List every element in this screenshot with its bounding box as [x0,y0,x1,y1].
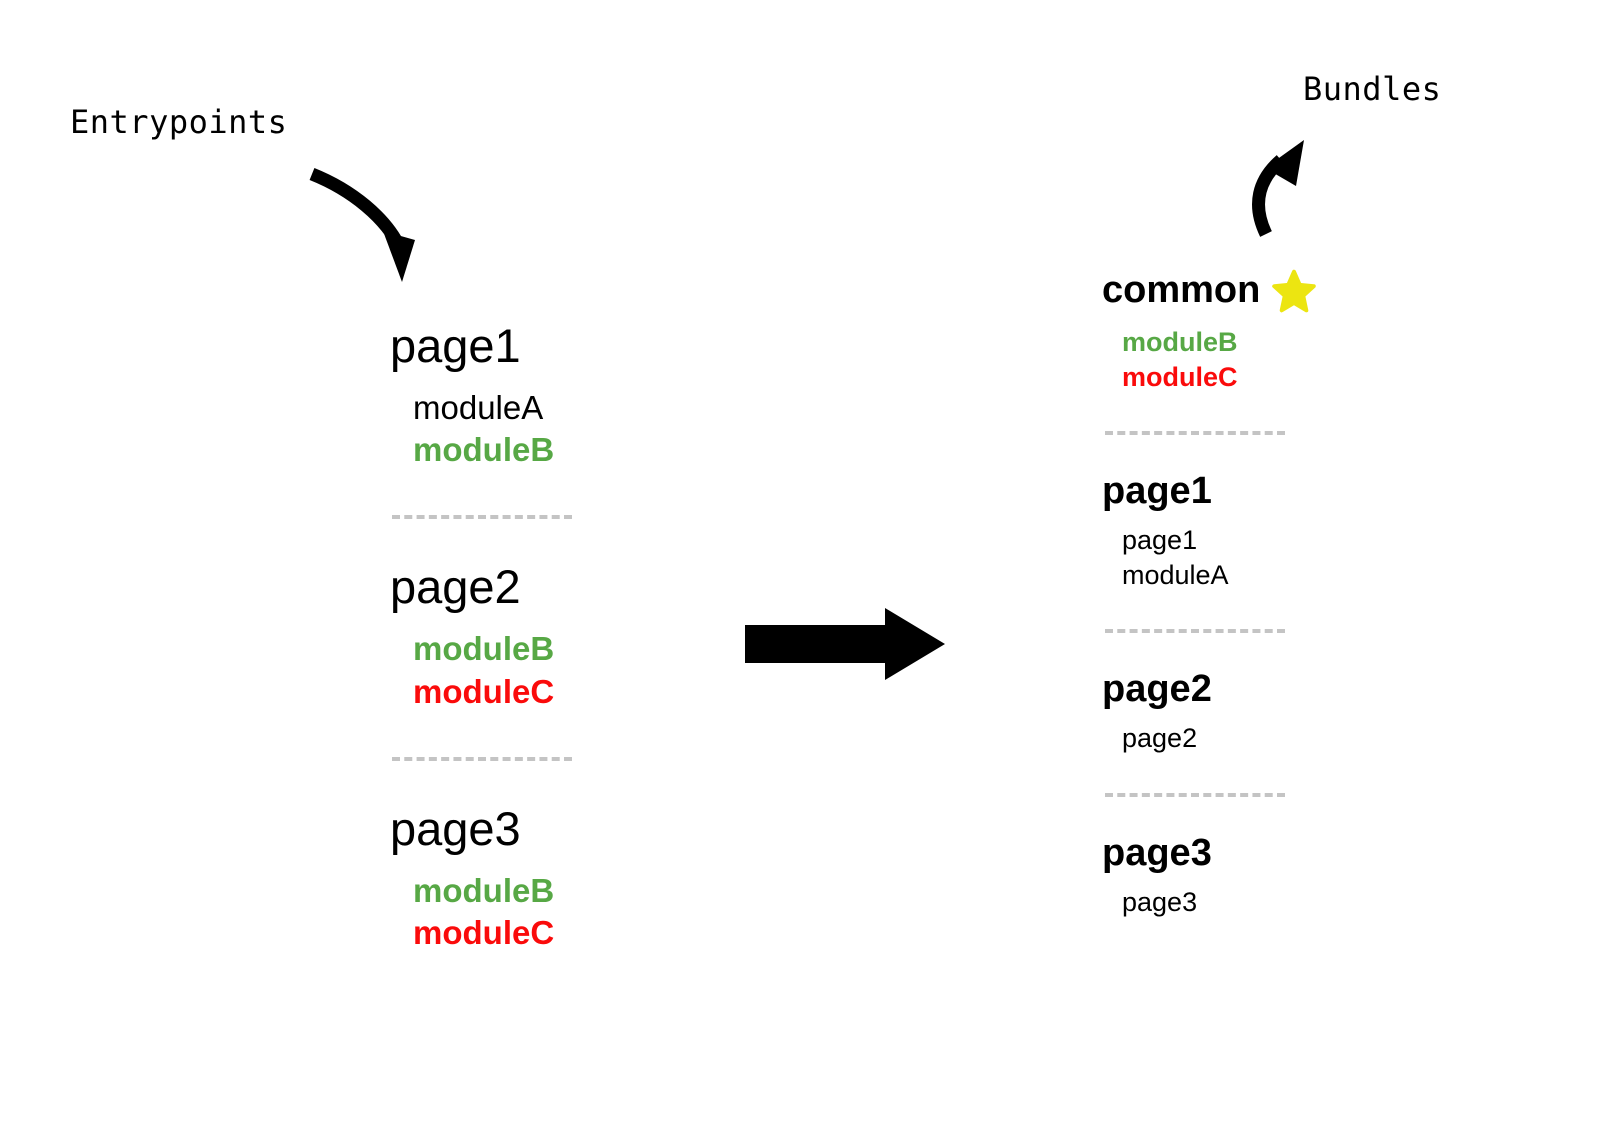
module-item: moduleB [413,431,555,469]
group-separator [1105,431,1285,436]
bundles-label: Bundles [1303,70,1442,108]
bundle-group-page1: page1 page1 moduleA [1100,472,1480,592]
star-icon [1272,269,1317,313]
module-item: moduleA [413,389,544,426]
entrypoint-group-title: page2 [390,560,521,614]
entrypoint-group-items: moduleB moduleC [413,870,728,954]
group-separator [392,515,572,520]
module-item: moduleB [413,871,555,909]
module-item: moduleA [1122,559,1229,590]
bundle-group-title: page2 [1102,668,1212,711]
module-item: moduleB [413,630,555,668]
module-item: moduleB [1122,327,1238,357]
block-arrow-right-icon [745,608,945,680]
bundle-group-items: moduleB moduleC [1122,325,1480,394]
module-item: page1 [1122,525,1198,556]
group-separator [1105,792,1285,797]
module-item: moduleC [413,914,555,952]
entrypoints-label: Entrypoints [70,103,288,141]
bundle-group-title-row: common [1102,268,1480,313]
bundle-group-title-row: page3 [1102,834,1480,872]
entrypoint-group-page2: page2 moduleB moduleC [388,563,728,712]
bundle-group-items: page2 [1122,721,1480,756]
bundle-group-title: page1 [1102,470,1212,513]
group-separator [1105,629,1285,634]
bundle-group-common: common moduleB moduleC [1100,268,1480,394]
group-separator [392,756,572,761]
entrypoint-group-title: page3 [390,801,521,855]
bundle-group-title: page3 [1102,831,1212,874]
module-item: page2 [1122,723,1198,754]
entrypoints-column: page1 moduleA moduleB page2 moduleB modu… [388,322,728,954]
bundle-group-items: page1 moduleA [1122,523,1480,592]
entrypoint-group-items: moduleA moduleB [413,387,728,471]
entrypoint-group-title: page1 [390,319,521,372]
entrypoint-group-page1: page1 moduleA moduleB [388,322,728,471]
curved-arrow-down-right-icon [309,167,415,282]
bundle-group-title-row: page2 [1102,670,1480,708]
module-item: moduleC [413,672,555,710]
curved-arrow-up-right-icon [1252,140,1304,237]
bundle-group-title: common [1102,269,1261,311]
bundle-group-items: page3 [1122,885,1480,920]
bundle-group-page2: page2 page2 [1100,670,1480,756]
bundle-group-page3: page3 page3 [1100,834,1480,920]
module-item: moduleC [1122,361,1238,392]
entrypoint-group-page3: page3 moduleB moduleC [388,805,728,954]
entrypoint-group-items: moduleB moduleC [413,628,728,712]
bundles-column: common moduleB moduleC page1 page1 modul… [1100,268,1480,919]
module-item: page3 [1122,886,1198,917]
bundle-group-title-row: page1 [1102,472,1480,510]
